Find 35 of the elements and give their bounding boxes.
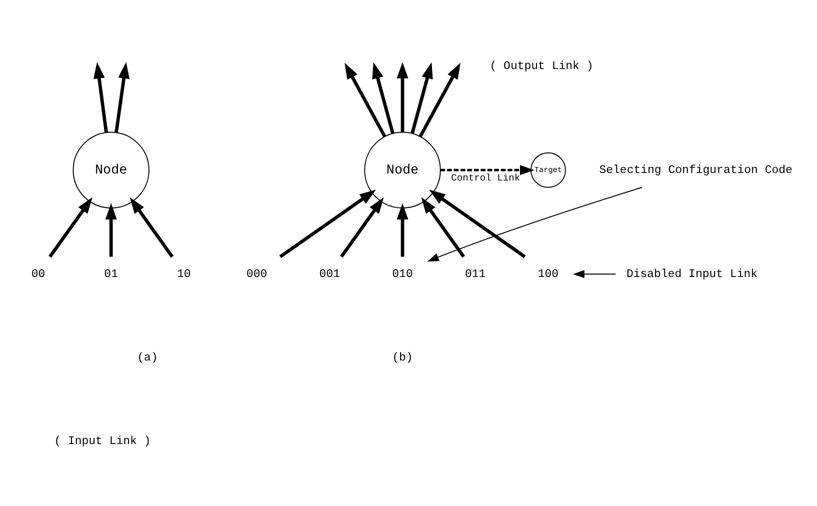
- node-text: 01: [104, 268, 118, 281]
- arrow: [410, 62, 433, 134]
- label: (a): [137, 350, 158, 364]
- arrow: [93, 62, 108, 132]
- arrow: [130, 196, 174, 258]
- arrow: [572, 270, 616, 278]
- arrow: [114, 62, 130, 132]
- node-circle: Node: [72, 131, 150, 208]
- node-text: 001: [319, 268, 340, 281]
- edge-label: Control Link: [451, 172, 520, 184]
- node-text: 10: [177, 268, 191, 281]
- label: (b): [392, 350, 413, 364]
- arrow: [372, 62, 394, 134]
- node-text: 00: [31, 268, 46, 281]
- arrow: [396, 62, 408, 132]
- node-text: Disabled Input Link: [626, 268, 758, 281]
- node-text: Selecting Configuration Code: [599, 164, 792, 177]
- arrow: [48, 196, 92, 258]
- label: ( Output Link ): [490, 60, 594, 73]
- node-text: 100: [538, 268, 559, 281]
- arrow: [427, 186, 642, 262]
- arrow: [105, 202, 117, 256]
- arrow: [344, 62, 386, 137]
- node-text: 010: [392, 268, 413, 281]
- arrow: [440, 164, 534, 175]
- arrow: [429, 189, 526, 258]
- arrow: [340, 196, 384, 258]
- arrow: [421, 196, 466, 258]
- arrow: [418, 62, 460, 137]
- node-circle: Node: [364, 131, 441, 208]
- node-text: 011: [465, 268, 486, 281]
- arrow: [279, 189, 376, 258]
- arrow: [396, 202, 408, 256]
- label: ( Input Link ): [54, 434, 151, 448]
- node-text: 000: [246, 268, 268, 281]
